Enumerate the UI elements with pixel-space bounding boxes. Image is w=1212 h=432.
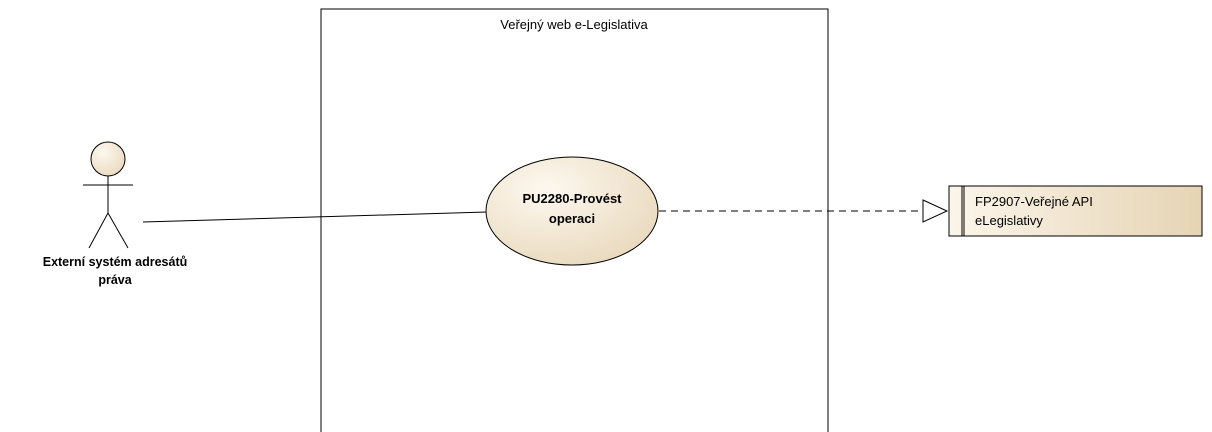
actor-name-line2: práva xyxy=(98,273,132,287)
realization-arrowhead xyxy=(922,199,949,223)
component-label-line1: FP2907-Veřejné API xyxy=(975,194,1093,209)
realization-connector[interactable] xyxy=(659,199,949,223)
use-case-label-line2: operaci xyxy=(549,211,595,226)
actor-head xyxy=(90,141,126,177)
system-boundary-title: Veřejný web e-Legislativa xyxy=(500,17,648,32)
use-case[interactable]: PU2280-Provést operaci xyxy=(485,156,659,266)
actor-name-line1: Externí systém adresátů xyxy=(43,255,188,269)
use-case-label-line1: PU2280-Provést xyxy=(523,191,623,206)
actor[interactable]: Externí systém adresátů práva xyxy=(43,141,188,287)
component-label-line2: eLegislativy xyxy=(975,213,1043,228)
actor-right-leg xyxy=(107,212,129,249)
actor-left-leg xyxy=(88,212,109,249)
association-line[interactable] xyxy=(142,211,488,223)
component-box[interactable]: FP2907-Veřejné API eLegislativy xyxy=(948,185,1203,237)
